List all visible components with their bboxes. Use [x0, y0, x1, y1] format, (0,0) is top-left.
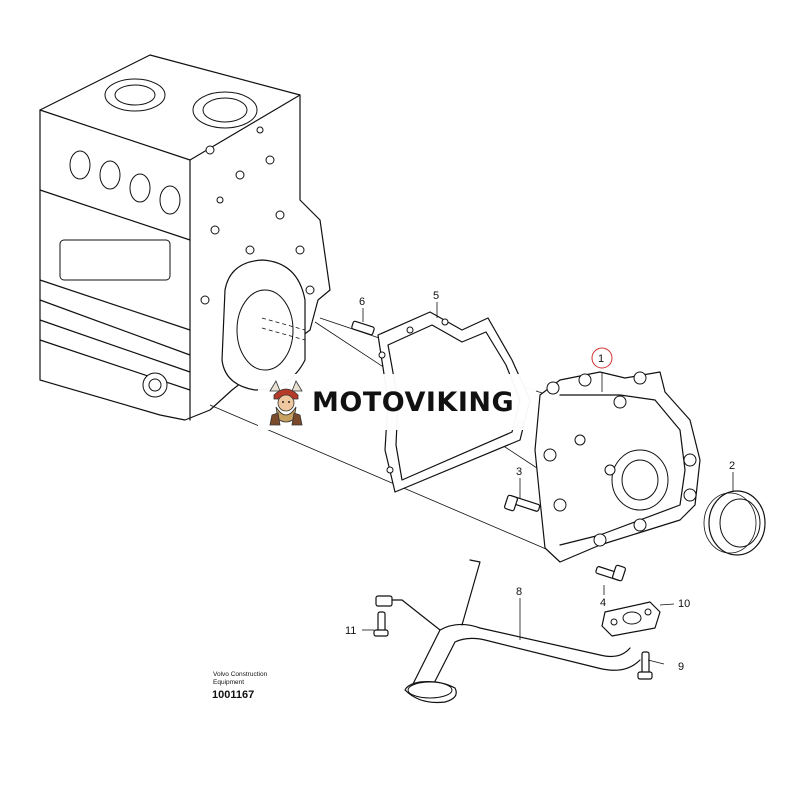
- callout-highlight-ring: [591, 347, 613, 369]
- suction-pipe-part-8: [375, 559, 641, 704]
- callout-label-3: 3: [516, 466, 522, 478]
- dowel-pin-part-6: [351, 320, 375, 336]
- company-line-2: Equipment: [213, 679, 245, 686]
- callout-label-2: 2: [729, 460, 735, 472]
- seal-ring-part-2: [703, 490, 766, 556]
- company-line-1: Volvo Construction: [213, 671, 268, 678]
- bolt-part-11: [373, 611, 389, 637]
- bolt-part-9: [637, 651, 653, 680]
- callout-label-9: 9: [678, 661, 684, 673]
- watermark-banner: MOTOVIKING: [258, 374, 536, 430]
- callout-label-4: 4: [600, 597, 606, 609]
- flange-gasket-part-10: [601, 601, 661, 637]
- callout-label-6: 6: [359, 296, 365, 308]
- bolt-part-4: [595, 564, 626, 582]
- document-number: 1001167: [212, 689, 255, 701]
- engine-block: [39, 54, 331, 421]
- bolt-part-3: [504, 494, 541, 512]
- callout-leaders: [362, 302, 734, 665]
- watermark-text: MOTOVIKING: [312, 386, 515, 418]
- callout-label-11: 11: [345, 625, 356, 637]
- callout-label-8: 8: [516, 586, 522, 598]
- company-name: Volvo Construction Equipment: [213, 671, 293, 687]
- oil-pump-housing-part-1: [534, 371, 701, 563]
- callout-label-5: 5: [433, 290, 439, 302]
- callout-label-10: 10: [678, 598, 690, 610]
- viking-logo-icon: [269, 380, 303, 426]
- callout-label-1: 1: [598, 353, 604, 365]
